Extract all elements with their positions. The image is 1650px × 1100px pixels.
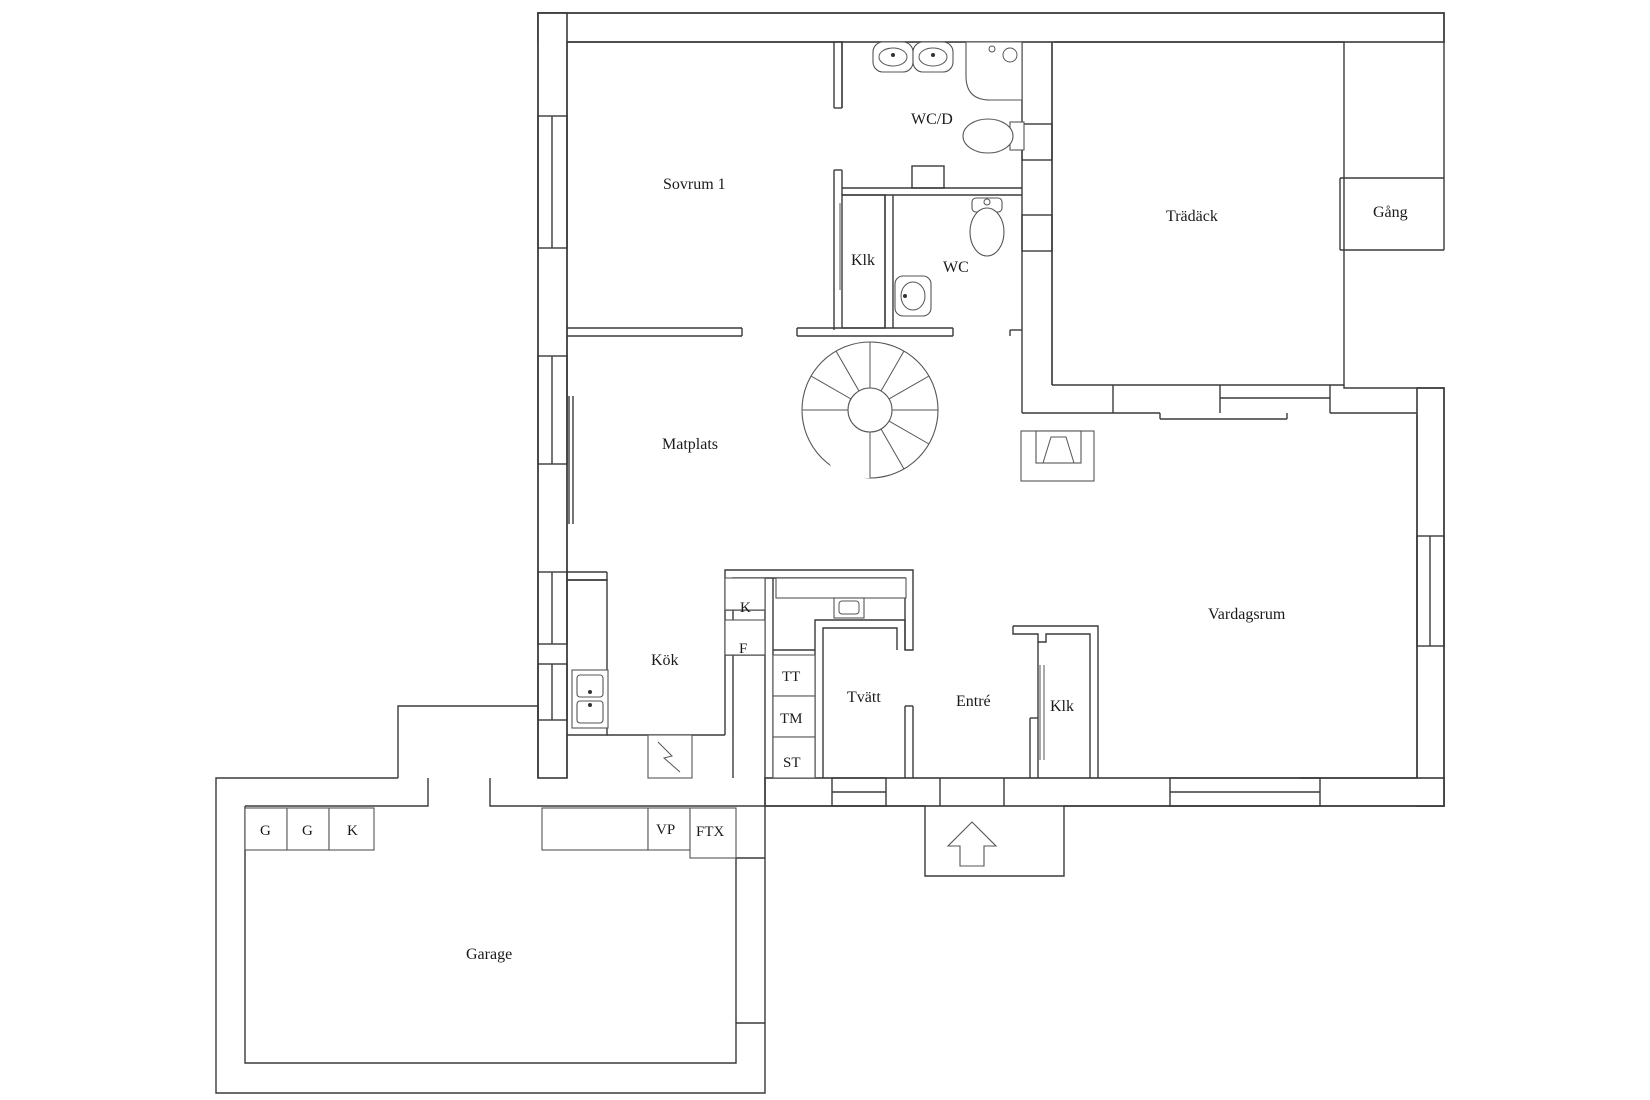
appliance-label-vp: VP: [656, 822, 675, 838]
entry-arrow-icon: [946, 821, 998, 867]
appliance-label-tm: TM: [780, 711, 803, 727]
room-label-klk-entre: Klk: [1050, 698, 1074, 715]
room-label-entre: Entré: [956, 693, 991, 710]
garage-walls: [215, 705, 766, 1094]
room-label-matplats: Matplats: [662, 436, 718, 453]
room-label-kok: Kök: [651, 652, 679, 669]
room-label-gang: Gång: [1373, 204, 1408, 221]
left-windows: [537, 115, 574, 721]
appliance-label-tt: TT: [782, 669, 800, 685]
appliance-label-ftx: FTX: [696, 824, 725, 840]
appliance-label-k-kitchen: K: [740, 600, 751, 616]
appliance-labels: K F TT TM ST G G K VP FTX: [260, 600, 803, 840]
appliance-label-f-kitchen: F: [739, 641, 747, 657]
kitchen-fixtures: [571, 577, 907, 779]
room-label-wc: WC: [943, 259, 969, 276]
room-label-tvatt: Tvätt: [847, 689, 881, 706]
room-labels: Sovrum 1 WC/D Trädäck Gång Klk WC Matpla…: [466, 111, 1408, 963]
room-label-klk-top: Klk: [851, 252, 875, 269]
fireplace: [1020, 430, 1095, 482]
appliance-label-g1: G: [260, 823, 271, 839]
room-label-sovrum1: Sovrum 1: [663, 176, 726, 193]
room-label-garage: Garage: [466, 946, 512, 963]
spiral-stair: [801, 341, 939, 480]
bathroom-fixtures: [872, 41, 1025, 317]
appliance-label-k-garage: K: [347, 823, 358, 839]
room-label-wcd: WC/D: [911, 111, 953, 128]
room-label-tradack: Trädäck: [1166, 208, 1218, 225]
room-label-vardagsrum: Vardagsrum: [1208, 606, 1286, 623]
closet-doors: [839, 203, 1045, 760]
appliance-label-st: ST: [783, 755, 801, 771]
interior-walls: [567, 42, 1445, 807]
appliance-label-g2: G: [302, 823, 313, 839]
